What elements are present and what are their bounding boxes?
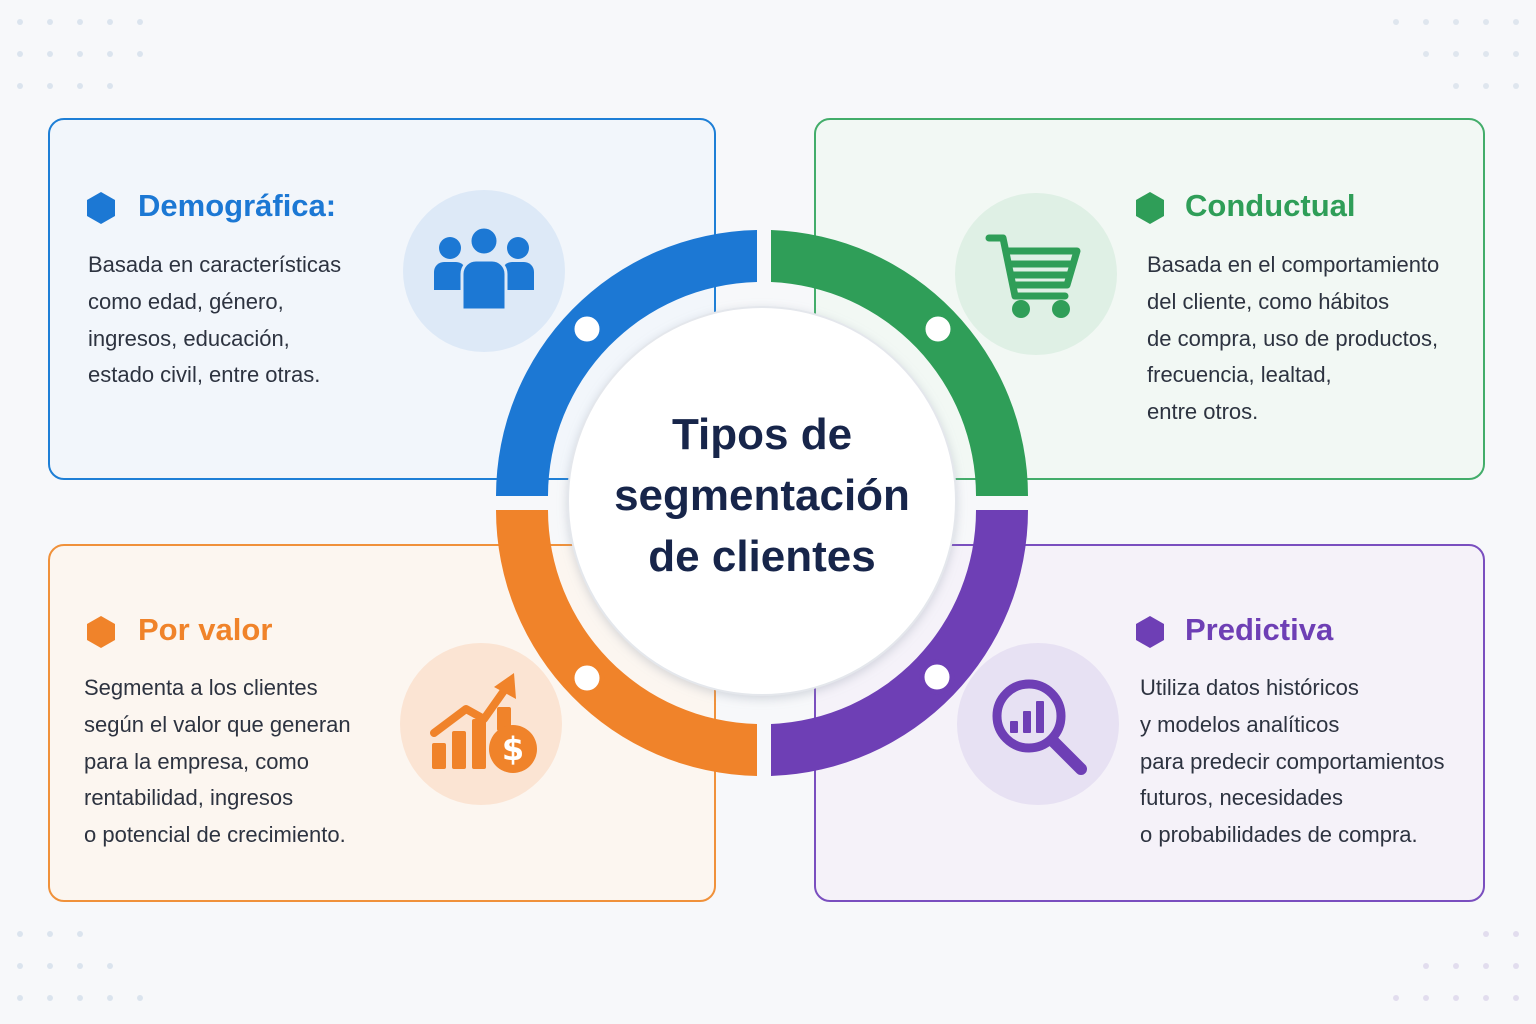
shopping-cart-icon: [955, 193, 1117, 355]
hexagon-bullet-icon: [1136, 192, 1164, 224]
dot-pattern-top-right: [1393, 19, 1519, 89]
ring-segment-demografica: [495, 230, 757, 496]
ring-connector-dot: [569, 660, 605, 696]
hexagon-bullet-icon: [87, 616, 115, 648]
ring-center-disc: [567, 306, 957, 696]
hexagon-bullet-icon: [87, 192, 115, 224]
ring-connector-dot: [919, 659, 955, 695]
segment-desc-demografica: Basada en características como edad, gén…: [88, 252, 342, 388]
dot-pattern-bottom-right: [1393, 931, 1519, 1001]
people-group-icon: [403, 190, 565, 352]
dot-pattern-top-left: [17, 19, 143, 89]
ring-connector-dot: [569, 311, 605, 347]
hexagon-bullet-icon: [1136, 616, 1164, 648]
segment-title-conductual: Conductual: [1185, 188, 1356, 223]
svg-text:$: $: [502, 730, 524, 768]
ring-connector-dot: [920, 311, 956, 347]
segment-title-predictiva: Predictiva: [1185, 612, 1334, 647]
segment-desc-predictiva: Utiliza datos históricos y modelos analí…: [1140, 675, 1445, 848]
magnifier-chart-icon: [957, 643, 1119, 805]
center-title: Tipos de segmentación de clientes: [614, 410, 910, 581]
segment-title-demografica: Demográfica:: [138, 188, 337, 223]
segment-desc-por-valor: Segmenta a los clientes según el valor q…: [84, 675, 351, 848]
segment-desc-conductual: Basada en el comportamiento del cliente,…: [1147, 252, 1440, 425]
dot-pattern-bottom-left: [17, 931, 143, 1001]
growth-dollar-icon: $: [400, 643, 562, 805]
ring-segment-predictiva: [771, 510, 1028, 776]
ring-segment-por-valor: [495, 510, 757, 776]
segment-title-por-valor: Por valor: [138, 612, 273, 647]
ring-segment-conductual: [771, 230, 1028, 496]
